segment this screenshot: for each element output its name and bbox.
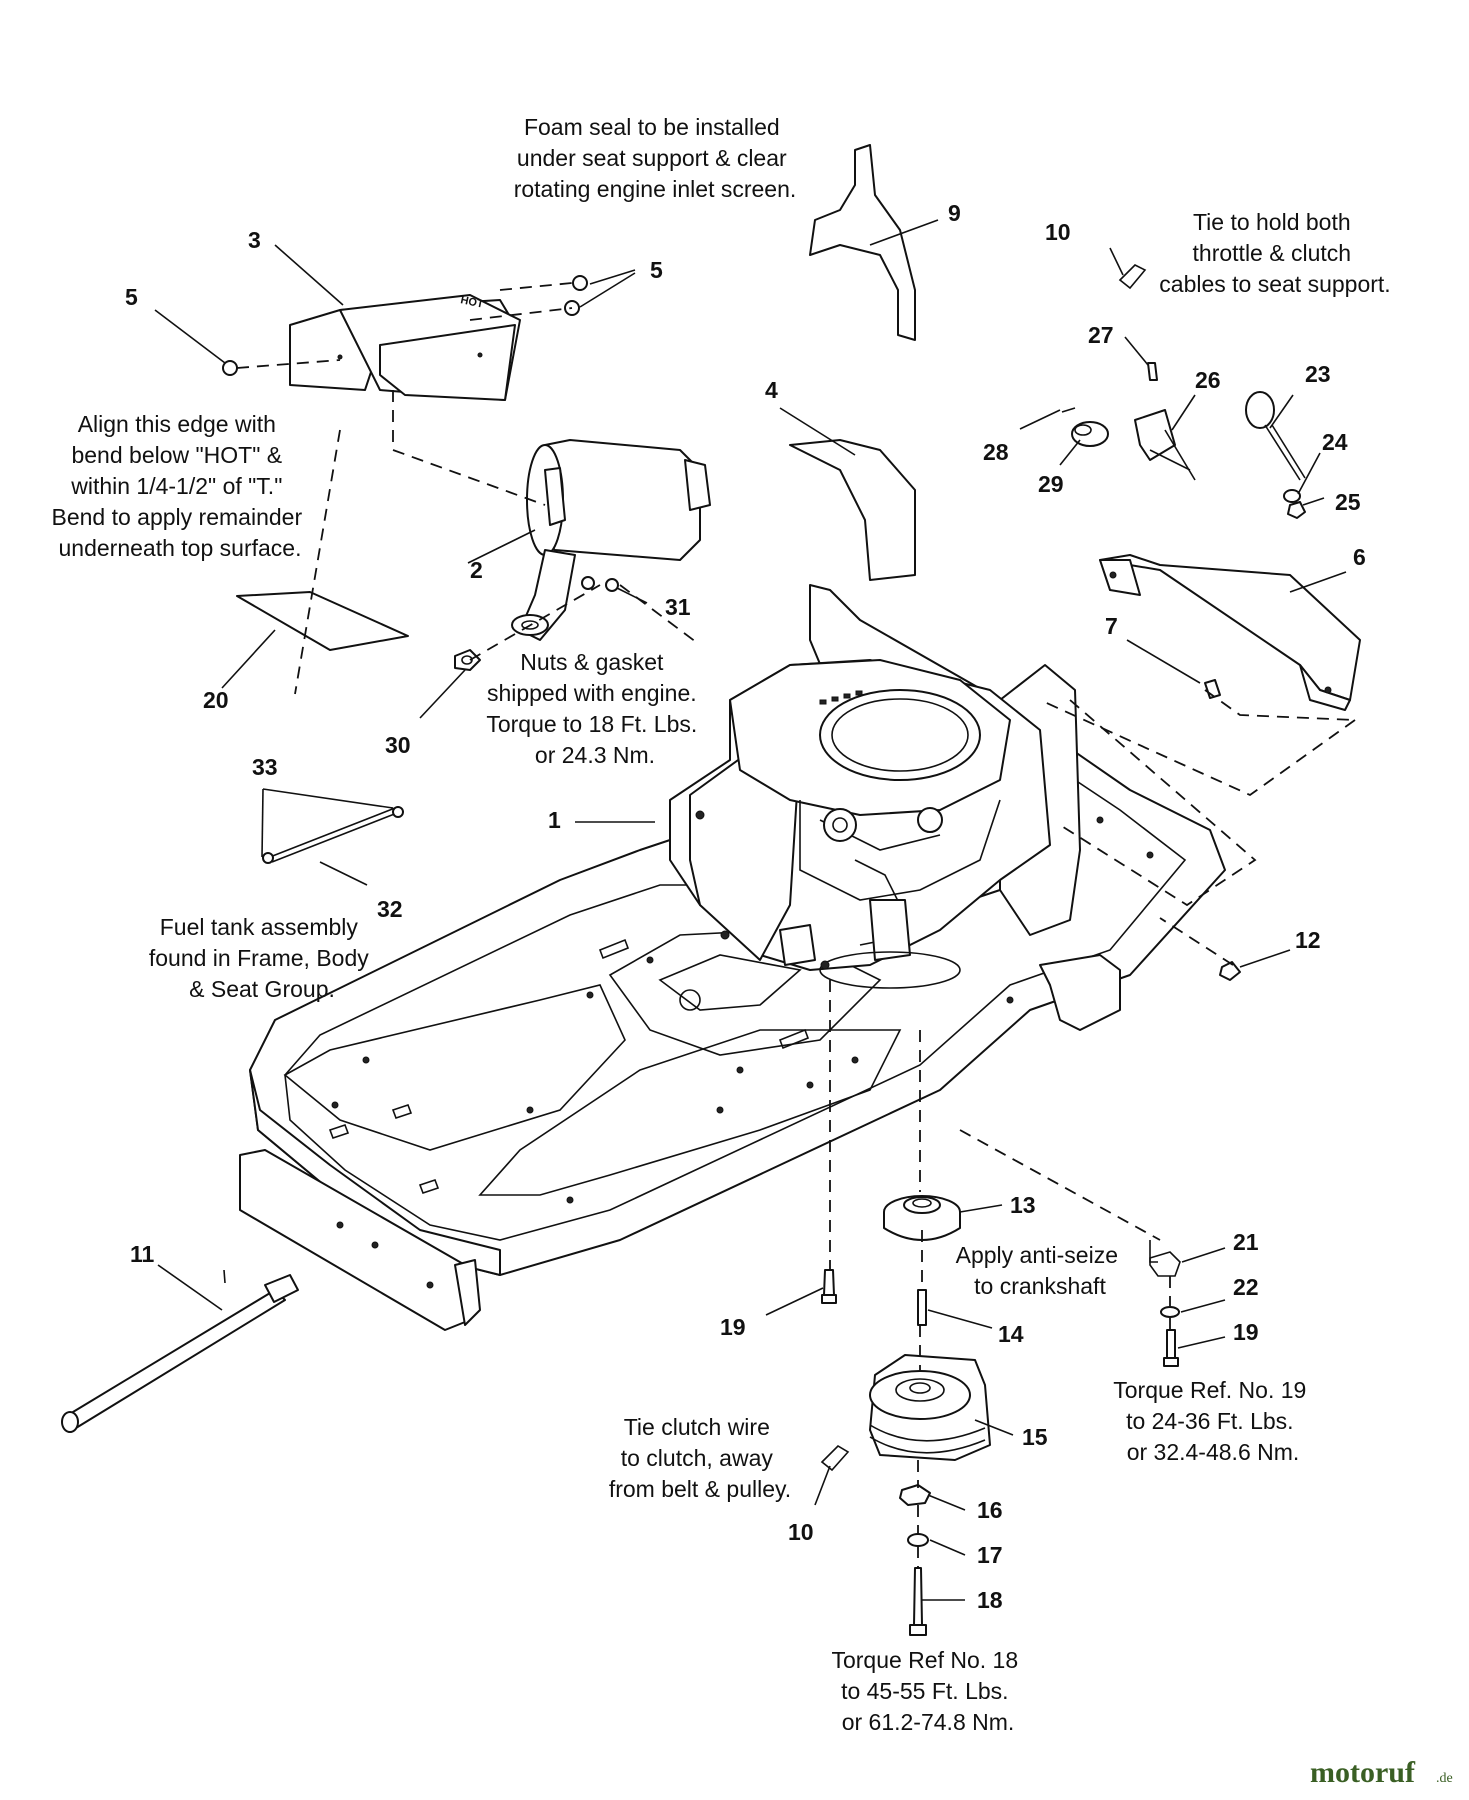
fuel-rod: [262, 806, 404, 864]
seat-support-plate: [789, 439, 916, 581]
gasket-nuts: [454, 576, 619, 671]
callout-10: 10: [788, 1519, 814, 1545]
callout-10: 10: [1045, 219, 1071, 245]
callout-13: 13: [1010, 1192, 1036, 1218]
throttle-parts: [1061, 264, 1306, 519]
callout-14: 14: [998, 1321, 1024, 1347]
note-foam-seal: Foam seal to be installed under seat sup…: [514, 114, 797, 202]
watermark-brand: motoruf: [1310, 1756, 1416, 1789]
callout-17: 17: [977, 1542, 1003, 1568]
callout-numbers: 1 2 3 4 5 5 6 7 9 10 10 11 12 13 14 15 1…: [125, 200, 1366, 1613]
drive-shaft: [61, 1274, 299, 1433]
callout-19: 19: [720, 1314, 746, 1340]
hot-stamp: HOT: [459, 294, 484, 311]
note-tie-cables: Tie to hold both throttle & clutch cable…: [1159, 209, 1390, 297]
callout-18: 18: [977, 1587, 1003, 1613]
callout-27: 27: [1088, 322, 1114, 348]
cable-bracket: [1099, 554, 1361, 711]
insulation-pad: [236, 591, 409, 651]
callout-9: 9: [948, 200, 961, 226]
callout-30: 30: [385, 732, 411, 758]
callout-15: 15: [1022, 1424, 1048, 1450]
callout-24: 24: [1322, 429, 1348, 455]
callout-28: 28: [983, 439, 1009, 465]
callout-33: 33: [252, 754, 278, 780]
callout-31: 31: [665, 594, 691, 620]
notes: Foam seal to be installed under seat sup…: [52, 114, 1391, 1735]
callout-22: 22: [1233, 1274, 1259, 1300]
note-tie-clutch: Tie clutch wire to clutch, away from bel…: [609, 1414, 791, 1502]
callout-6: 6: [1353, 544, 1366, 570]
callout-23: 23: [1305, 361, 1331, 387]
note-align-edge: Align this edge with bend below "HOT" & …: [52, 411, 309, 561]
callout-26: 26: [1195, 367, 1221, 393]
callout-3: 3: [248, 227, 261, 253]
note-anti-seize: Apply anti-seize to crankshaft: [956, 1242, 1125, 1299]
callout-29: 29: [1038, 471, 1064, 497]
foam-seal: [809, 144, 916, 341]
callout-12: 12: [1295, 927, 1321, 953]
assembly-lines: [236, 282, 1356, 1568]
heat-shield: HOT: [289, 294, 521, 401]
watermark-tld: .de: [1436, 1771, 1453, 1786]
leader-lines: [154, 219, 1347, 1601]
callout-20: 20: [203, 687, 229, 713]
callout-11: 11: [130, 1241, 155, 1267]
callout-5: 5: [125, 284, 138, 310]
engine: [669, 659, 1051, 989]
callout-32: 32: [377, 896, 403, 922]
callout-2: 2: [470, 557, 483, 583]
callout-7: 7: [1105, 613, 1118, 639]
note-torque-18: Torque Ref No. 18 to 45-55 Ft. Lbs. or 6…: [831, 1647, 1024, 1735]
callout-19: 19: [1233, 1319, 1259, 1345]
callout-25: 25: [1335, 489, 1361, 515]
note-nuts-gasket: Nuts & gasket shipped with engine. Torqu…: [486, 649, 703, 768]
note-torque-19: Torque Ref. No. 19 to 24-36 Ft. Lbs. or …: [1113, 1377, 1312, 1465]
watermark-logo: motoruf .de: [1310, 1756, 1453, 1789]
callout-5: 5: [650, 257, 663, 283]
callout-1: 1: [548, 807, 561, 833]
muffler: [511, 439, 711, 641]
note-fuel-tank: Fuel tank assembly found in Frame, Body …: [149, 914, 375, 1002]
callout-21: 21: [1233, 1229, 1259, 1255]
callout-4: 4: [765, 377, 778, 403]
front-brackets: [239, 1149, 481, 1331]
callout-16: 16: [977, 1497, 1003, 1523]
pulley-stack: [820, 1195, 1181, 1636]
